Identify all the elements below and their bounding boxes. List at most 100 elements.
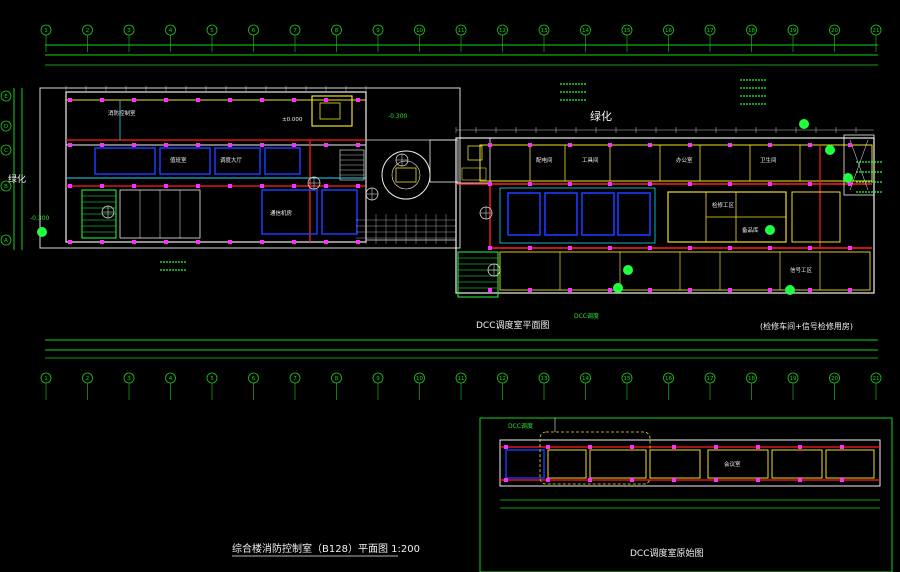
- axis-bubble: 10: [414, 372, 425, 384]
- axis-bubble: 11: [455, 372, 467, 384]
- column-marker: [728, 143, 732, 147]
- axis-bubble: 18: [746, 24, 757, 36]
- column-marker: [260, 98, 264, 102]
- plan-title: DCC调度室平面图: [476, 319, 550, 331]
- svg-text:12: 12: [499, 376, 506, 382]
- svg-text:12: 12: [499, 28, 506, 34]
- hydrant-symbol: [613, 283, 623, 293]
- column-marker: [356, 98, 360, 102]
- axis-bubble: 13: [538, 24, 550, 36]
- column-marker: [228, 143, 232, 147]
- axis-bubble: 10: [414, 24, 425, 36]
- axis-bubble: 17: [704, 24, 716, 36]
- column-marker: [488, 143, 492, 147]
- svg-text:3: 3: [127, 376, 131, 382]
- svg-text:20: 20: [831, 28, 838, 34]
- axis-bubble: 4: [165, 372, 176, 384]
- column-marker: [488, 182, 492, 186]
- room-label: 办公室: [676, 156, 693, 164]
- room-label: 信号工区: [790, 266, 813, 274]
- axis-bubble: 3: [123, 24, 135, 36]
- column-marker: [608, 182, 612, 186]
- axis-bubble: 1: [40, 372, 52, 384]
- column-marker: [546, 445, 550, 449]
- central-lobby: [356, 139, 459, 244]
- room-label: 备品库: [742, 226, 759, 234]
- hose-reel-symbol: [479, 206, 493, 220]
- column-marker: [164, 98, 168, 102]
- column-marker: [672, 478, 676, 482]
- column-marker: [768, 182, 772, 186]
- axis-bubble: A: [0, 234, 12, 246]
- dcc-tag-original: DCC调度: [508, 422, 533, 430]
- hydrant-symbol: [825, 145, 835, 155]
- column-marker: [630, 478, 634, 482]
- axis-bubble: 5: [206, 372, 218, 384]
- axis-bubble: 16: [663, 372, 674, 384]
- axis-bubble: 6: [248, 372, 259, 384]
- axis-bubble: 2: [82, 24, 93, 36]
- axis-bubble: 6: [248, 24, 259, 36]
- column-marker: [848, 182, 852, 186]
- svg-text:6: 6: [252, 28, 256, 34]
- svg-text:20: 20: [831, 376, 838, 382]
- axis-bubble: C: [0, 144, 12, 156]
- svg-text:D: D: [4, 124, 8, 130]
- column-marker: [196, 98, 200, 102]
- svg-text:2: 2: [86, 376, 90, 382]
- column-marker: [728, 182, 732, 186]
- hose-reel-symbol: [365, 187, 379, 201]
- column-marker: [528, 143, 532, 147]
- hydrant-symbol: [799, 119, 809, 129]
- column-marker: [164, 240, 168, 244]
- svg-text:5: 5: [210, 28, 214, 34]
- axis-bubble: 5: [206, 24, 218, 36]
- axis-bubble: 7: [289, 24, 301, 36]
- column-marker: [728, 288, 732, 292]
- column-marker: [688, 143, 692, 147]
- greenery-label-left: 绿化: [8, 173, 26, 185]
- svg-text:13: 13: [541, 376, 548, 382]
- svg-text:1: 1: [44, 28, 48, 34]
- column-marker: [808, 246, 812, 250]
- svg-text:16: 16: [665, 376, 672, 382]
- axis-bubble: 17: [704, 372, 716, 384]
- svg-text:10: 10: [416, 28, 423, 34]
- svg-text:21: 21: [873, 28, 880, 34]
- column-marker: [228, 184, 232, 188]
- column-marker: [132, 143, 136, 147]
- column-marker: [688, 182, 692, 186]
- column-marker: [68, 240, 72, 244]
- axis-bubble: 20: [829, 24, 840, 36]
- axis-bubble: 7: [289, 372, 301, 384]
- column-marker: [100, 240, 104, 244]
- axis-bubble: 2: [82, 372, 93, 384]
- column-marker: [488, 246, 492, 250]
- axis-bubble: 15: [621, 372, 633, 384]
- svg-text:17: 17: [707, 28, 714, 34]
- svg-text:11: 11: [458, 28, 465, 34]
- column-marker: [568, 288, 572, 292]
- hose-reel-symbol: [101, 205, 115, 219]
- column-marker: [648, 246, 652, 250]
- column-marker: [356, 240, 360, 244]
- column-marker: [840, 445, 844, 449]
- column-marker: [68, 98, 72, 102]
- room-label: 通信机房: [270, 209, 293, 217]
- column-marker: [714, 478, 718, 482]
- column-marker: [588, 478, 592, 482]
- column-marker: [848, 288, 852, 292]
- column-marker: [848, 246, 852, 250]
- column-marker: [292, 184, 296, 188]
- axis-bubble: 19: [787, 24, 799, 36]
- main-drawing-title: 综合楼消防控制室（B128）平面图 1:200: [232, 542, 420, 555]
- column-marker: [808, 143, 812, 147]
- axis-bubble: 20: [829, 372, 840, 384]
- axis-bubble: 12: [497, 372, 508, 384]
- column-marker: [260, 184, 264, 188]
- axis-bubble: 8: [331, 372, 342, 384]
- axis-bubble: 11: [455, 24, 467, 36]
- column-marker: [164, 184, 168, 188]
